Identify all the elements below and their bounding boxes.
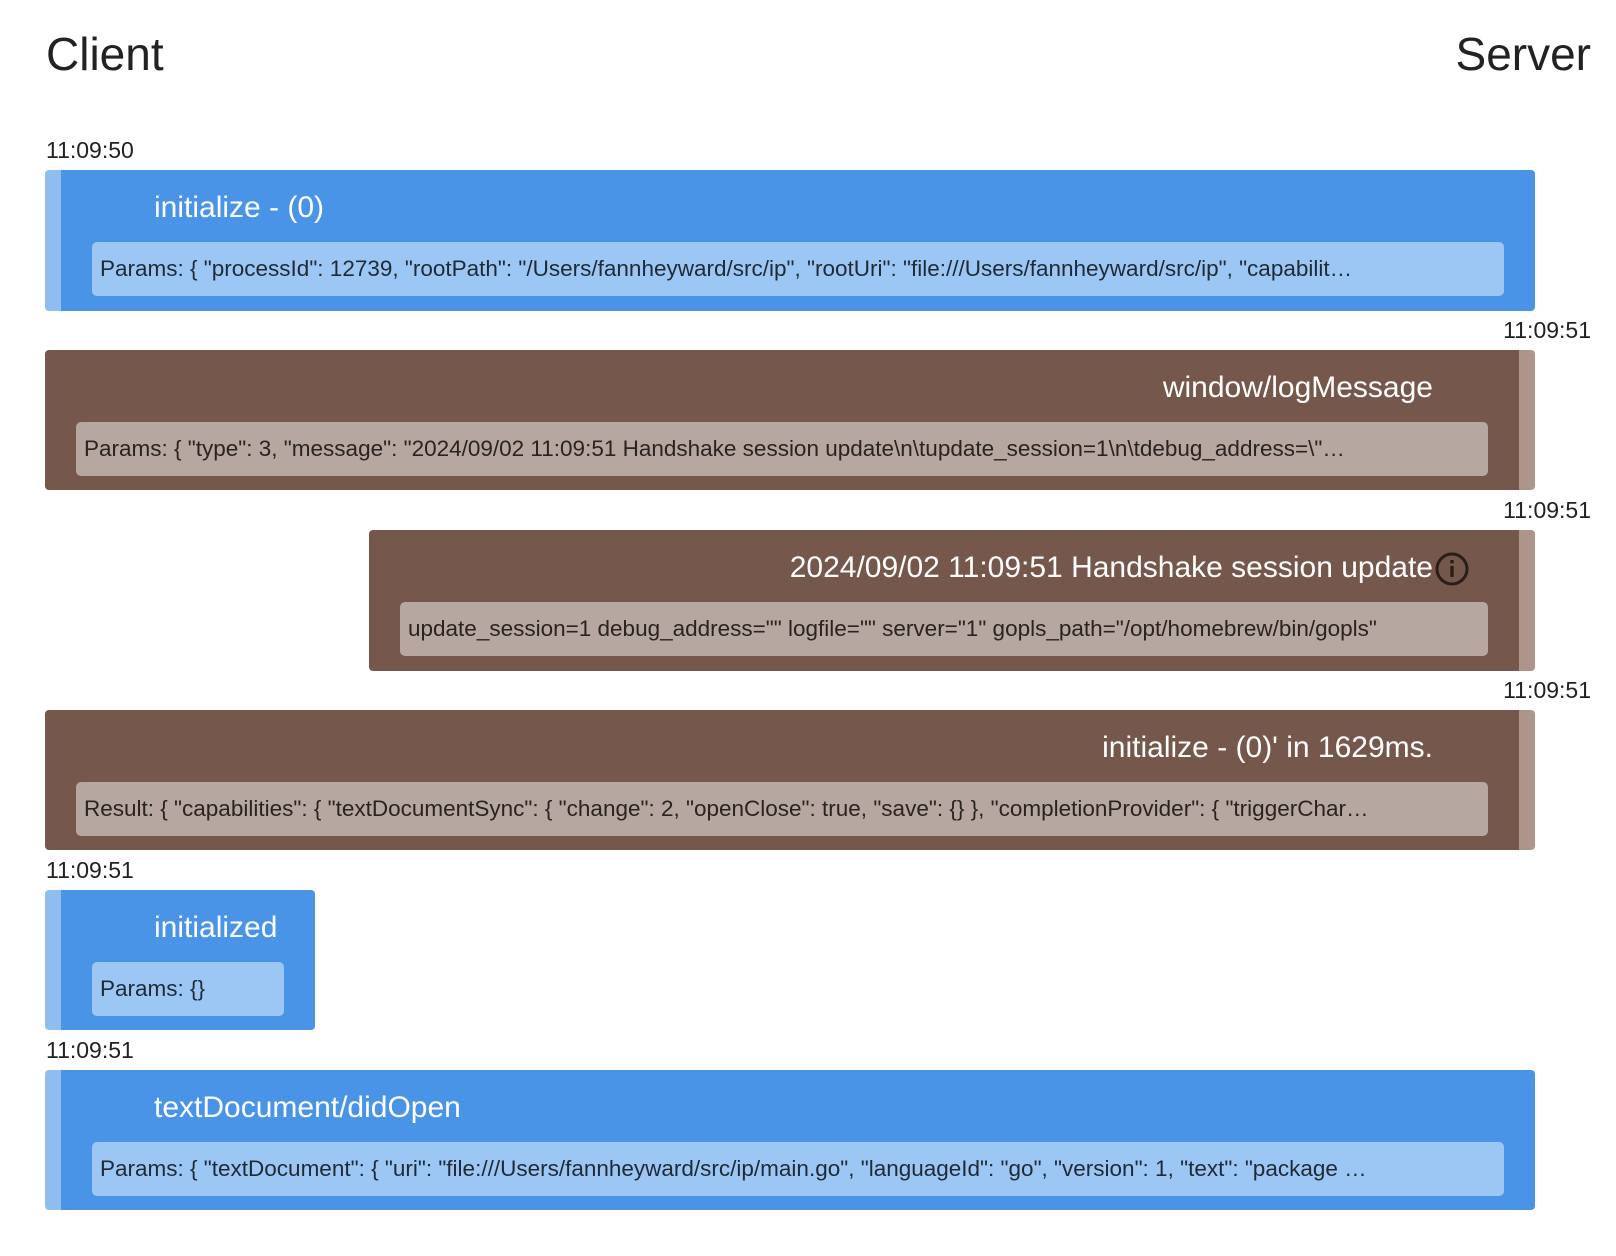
message-params[interactable]: Params: { "type": 3, "message": "2024/09… <box>76 422 1488 476</box>
message-timestamp: 11:09:51 <box>1503 677 1591 703</box>
message-params[interactable]: Params: {} <box>92 962 284 1016</box>
message-title: textDocument/didOpen <box>154 1091 461 1124</box>
message-timestamp: 11:09:51 <box>1503 317 1591 343</box>
message-log-entry[interactable]: 2024/09/02 11:09:51 Handshake session up… <box>369 530 1535 671</box>
message-title: window/logMessage <box>1162 371 1433 404</box>
message-log-notification[interactable]: window/logMessage Params: { "type": 3, "… <box>45 350 1535 490</box>
message-params[interactable]: update_session=1 debug_address="" logfil… <box>400 602 1488 656</box>
message-title: 2024/09/02 11:09:51 Handshake session up… <box>789 551 1433 584</box>
message-timestamp: 11:09:51 <box>46 857 134 883</box>
message-params[interactable]: Params: { "textDocument": { "uri": "file… <box>92 1142 1504 1196</box>
message-initialize-request[interactable]: initialize - (0) Params: { "processId": … <box>45 170 1535 311</box>
message-title: initialized <box>154 911 278 944</box>
message-params[interactable]: Params: { "processId": 12739, "rootPath"… <box>92 242 1504 296</box>
message-timestamp: 11:09:51 <box>46 1037 134 1063</box>
server-column-title: Server <box>1455 28 1591 80</box>
message-initialized-notification[interactable]: initialized Params: {} <box>45 890 315 1030</box>
message-timestamp: 11:09:51 <box>1503 497 1591 523</box>
trace-header: Client Server <box>46 26 1591 86</box>
client-column-title: Client <box>46 28 164 80</box>
message-initialize-response[interactable]: initialize - (0)' in 1629ms. Result: { "… <box>45 710 1535 850</box>
message-title: initialize - (0)' in 1629ms. <box>1102 731 1433 764</box>
message-timestamp: 11:09:50 <box>46 137 134 163</box>
info-icon <box>1435 552 1469 586</box>
message-result[interactable]: Result: { "capabilities": { "textDocumen… <box>76 782 1488 836</box>
message-title: initialize - (0) <box>154 191 325 224</box>
message-didopen-notification[interactable]: textDocument/didOpen Params: { "textDocu… <box>45 1070 1535 1210</box>
